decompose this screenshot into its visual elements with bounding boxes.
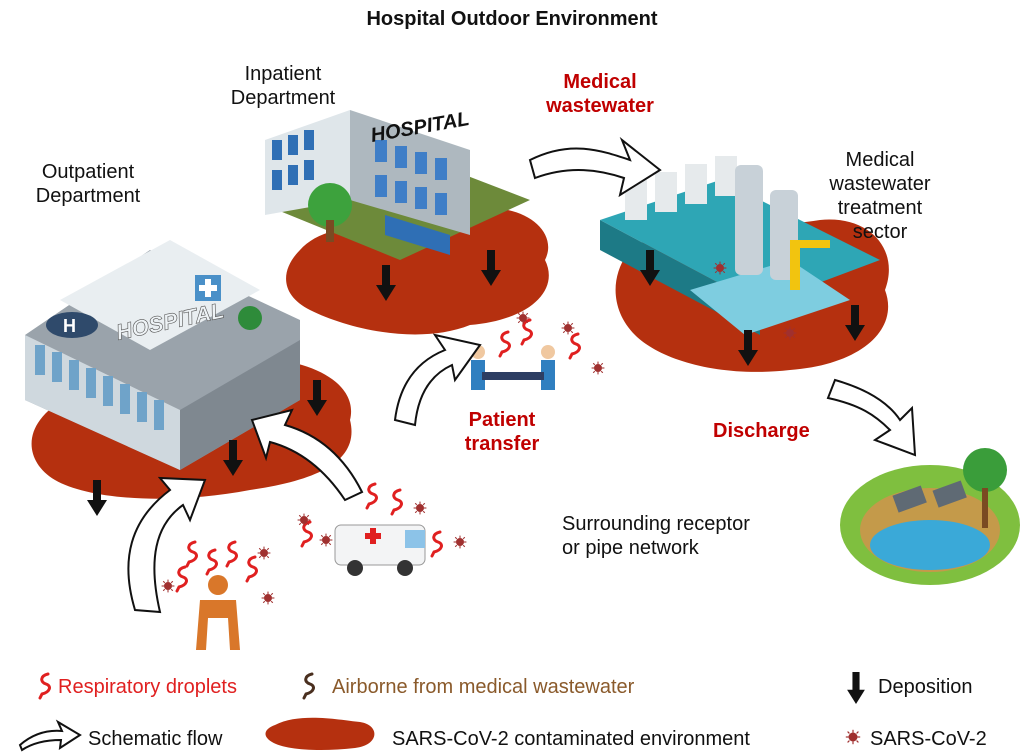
label-outpatient-line2: Department: [35, 185, 141, 207]
label-receptor-line1: Surrounding receptor: [562, 513, 750, 535]
label-patient-transfer-line2: transfer: [464, 433, 540, 455]
legend-virus-icon: [845, 729, 861, 745]
label-medical-wastewater-line1: Medical: [563, 71, 637, 93]
person-figure: [196, 575, 240, 650]
legend-virus-label: SARS-CoV-2: [870, 728, 987, 750]
legend-deposition-label: Deposition: [878, 676, 973, 698]
label-patient-transfer: Patient transfer: [442, 408, 562, 456]
label-patient-transfer-line1: Patient: [468, 409, 536, 431]
label-treatment-line4: sector: [852, 221, 908, 243]
label-inpatient: Inpatient Department: [203, 62, 363, 110]
legend-droplet-icon: [38, 672, 51, 700]
legend-respiratory-label: Respiratory droplets: [58, 676, 237, 698]
label-discharge: Discharge: [713, 420, 810, 442]
legend-schematic-icon: [18, 719, 82, 752]
label-treatment-sector: Medical wastewater treatment sector: [800, 148, 960, 244]
receptor-pipe: [840, 448, 1020, 585]
label-inpatient-line2: Department: [230, 87, 336, 109]
treatment-plant: [600, 156, 880, 335]
legend-schematic-label: Schematic flow: [88, 728, 223, 750]
outpatient-building: H: [25, 240, 300, 470]
schematic-flow-arrows: [127, 136, 917, 614]
patient-transfer-figures: [471, 345, 555, 390]
legend-contaminated-icon: [265, 717, 375, 750]
legend-airborne-label: Airborne from medical wastewater: [332, 676, 635, 698]
label-outpatient-line1: Outpatient: [41, 161, 135, 183]
label-receptor-line2: or pipe network: [562, 537, 699, 559]
label-treatment-line1: Medical: [845, 149, 915, 171]
label-outpatient: Outpatient Department: [8, 160, 168, 208]
svg-text:H: H: [63, 316, 76, 336]
legend-deposition-icon: [847, 672, 865, 704]
label-medical-wastewater-line2: wastewater: [546, 95, 654, 117]
ambulance: [334, 524, 426, 576]
label-treatment-line3: treatment: [837, 197, 923, 219]
label-treatment-line2: wastewater: [829, 173, 931, 195]
legend-airborne-icon: [302, 672, 315, 700]
inpatient-building: [265, 110, 530, 260]
page-title: Hospital Outdoor Environment: [366, 8, 658, 30]
legend-contaminated-label: SARS-CoV-2 contaminated environment: [392, 728, 750, 750]
label-inpatient-line1: Inpatient: [244, 63, 322, 85]
label-receptor: Surrounding receptor or pipe network: [562, 512, 750, 560]
legend-graphics: [18, 672, 865, 752]
label-medical-wastewater: Medical wastewater: [520, 70, 680, 118]
